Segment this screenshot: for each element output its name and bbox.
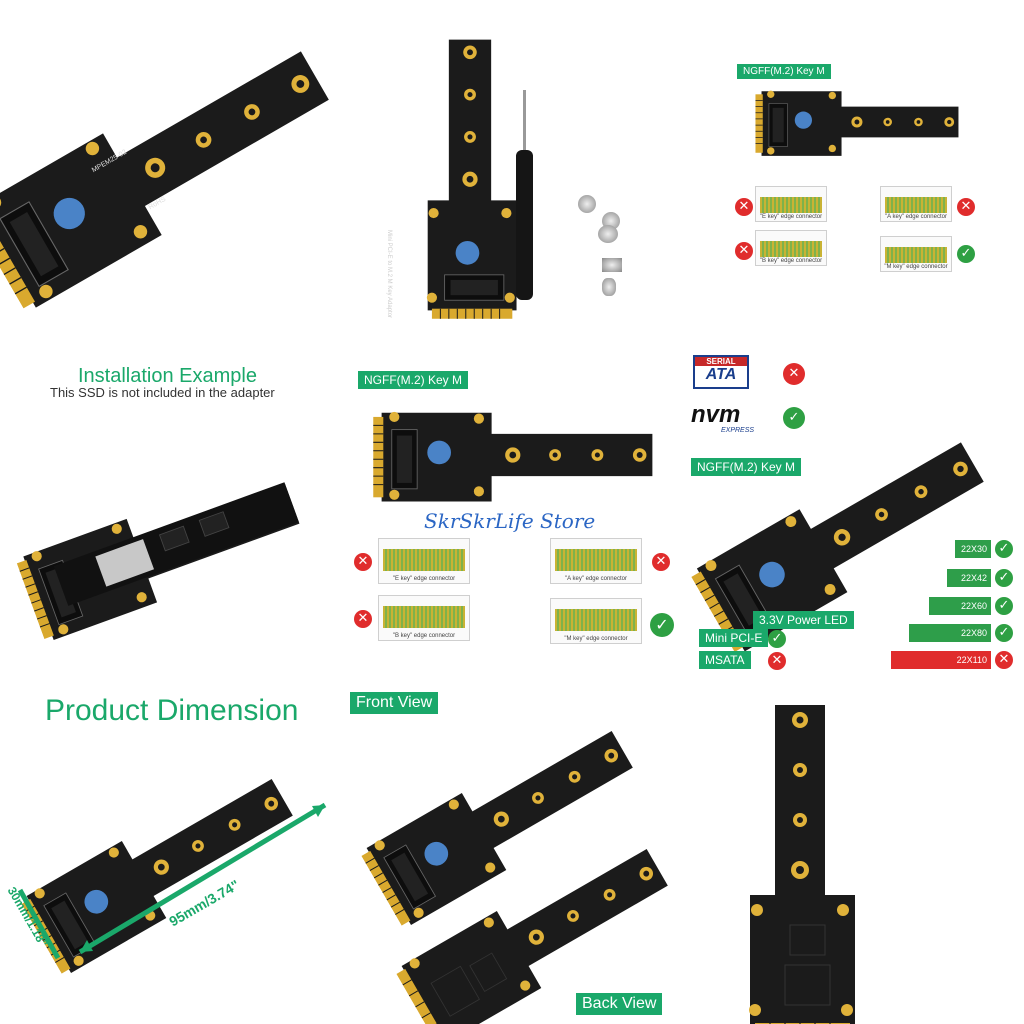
- tile-store-compat[interactable]: NGFF(M.2) Key M SkrSkrLife Store ✕ "E ke…: [340, 345, 680, 680]
- adapter-card-center: [372, 400, 662, 510]
- tile-connector-compat-small[interactable]: NGFF(M.2) Key M ✕ "E key" edge connector…: [685, 0, 1024, 335]
- e-key-cross-icon: ✕: [735, 198, 753, 216]
- tile-product-dimension[interactable]: Product Dimension 30mm/1.18" 95mm/3.74": [0, 690, 335, 1024]
- board-subtitle-vertical: Mini PCI-E to M.2 M Key Adaptor: [386, 230, 392, 319]
- tile-front-back-view[interactable]: Front View Back View: [340, 690, 680, 1024]
- adapter-card-back-vertical: [735, 695, 865, 1024]
- center-e-key-cross-icon: ✕: [354, 553, 372, 571]
- msata-cross-icon: ✕: [768, 652, 786, 670]
- dimension-arrows: [17, 802, 327, 960]
- adapter-card-small: [745, 82, 975, 162]
- sata-cross-icon: ✕: [783, 363, 805, 385]
- front-view-tag: Front View: [350, 692, 439, 714]
- center-m-key-check-icon: ✓: [650, 613, 674, 637]
- size-2230-check-icon: ✓: [995, 540, 1013, 558]
- adapter-card-image: [0, 5, 335, 325]
- store-name[interactable]: SkrSkrLife Store: [424, 509, 596, 533]
- size-2242-check-icon: ✓: [995, 569, 1013, 587]
- install-title: Installation Example: [78, 365, 257, 387]
- center-m-key-connector: "M key" edge connector: [550, 598, 642, 644]
- power-led-tag: 3.3V Power LED: [753, 611, 854, 629]
- e-key-connector: "E key" edge connector: [755, 186, 827, 222]
- size-2260-check-icon: ✓: [995, 597, 1013, 615]
- center-b-key-cross-icon: ✕: [354, 610, 372, 628]
- ngff-tag: NGFF(M.2) Key M: [737, 64, 831, 79]
- sata-logo: SERIAL ATA: [693, 355, 749, 389]
- adapter-card-vertical: [415, 10, 525, 335]
- b-key-connector: "B key" edge connector: [755, 230, 827, 266]
- center-e-key-connector: "E key" edge connector: [378, 538, 470, 584]
- screwdriver-handle: [516, 150, 533, 300]
- tile-angled-card[interactable]: MPEM25-02 RoHS: [0, 0, 335, 335]
- a-key-cross-icon: ✕: [957, 198, 975, 216]
- dimension-title: Product Dimension: [45, 694, 299, 727]
- size-bar-22110: 22X110: [891, 651, 991, 669]
- m-key-check-icon: ✓: [957, 245, 975, 263]
- center-a-key-connector: "A key" edge connector: [550, 538, 642, 584]
- center-a-key-cross-icon: ✕: [652, 553, 670, 571]
- installed-ssd-image: [10, 449, 320, 652]
- tile-package-contents[interactable]: Mini PCI-E to M.2 M Key Adaptor: [340, 0, 680, 335]
- nvme-check-icon: ✓: [783, 407, 805, 429]
- size-22110-cross-icon: ✕: [995, 651, 1013, 669]
- nvm-logo: nvm EXPRESS: [691, 401, 755, 435]
- b-key-cross-icon: ✕: [735, 242, 753, 260]
- size-bar-2230: 22X30: [955, 540, 991, 558]
- ngff-tag-center: NGFF(M.2) Key M: [358, 371, 468, 389]
- a-key-connector: "A key" edge connector: [880, 186, 952, 222]
- size-2280-check-icon: ✓: [995, 624, 1013, 642]
- tile-back-vertical[interactable]: [685, 690, 1024, 1024]
- tile-protocol-compat[interactable]: SERIAL ATA ✕ nvm EXPRESS ✓ NGFF(M.2) Key…: [685, 345, 1024, 680]
- mini-pcie-check-icon: ✓: [768, 630, 786, 648]
- install-note: This SSD is not included in the adapter: [50, 385, 275, 400]
- size-bar-2260: 22X60: [929, 597, 991, 615]
- tile-installation-example[interactable]: Installation Example This SSD is not inc…: [0, 345, 335, 680]
- size-bar-2280: 22X80: [909, 624, 991, 642]
- ngff-tag-right: NGFF(M.2) Key M: [691, 458, 801, 476]
- center-b-key-connector: "B key" edge connector: [378, 595, 470, 641]
- msata-tag: MSATA: [699, 651, 751, 669]
- mini-pcie-tag: Mini PCI-E: [699, 629, 769, 647]
- screwdriver-image: [523, 90, 526, 150]
- size-bar-2242: 22X42: [947, 569, 991, 587]
- back-view-tag: Back View: [576, 993, 663, 1015]
- m-key-connector: "M key" edge connector: [880, 236, 952, 272]
